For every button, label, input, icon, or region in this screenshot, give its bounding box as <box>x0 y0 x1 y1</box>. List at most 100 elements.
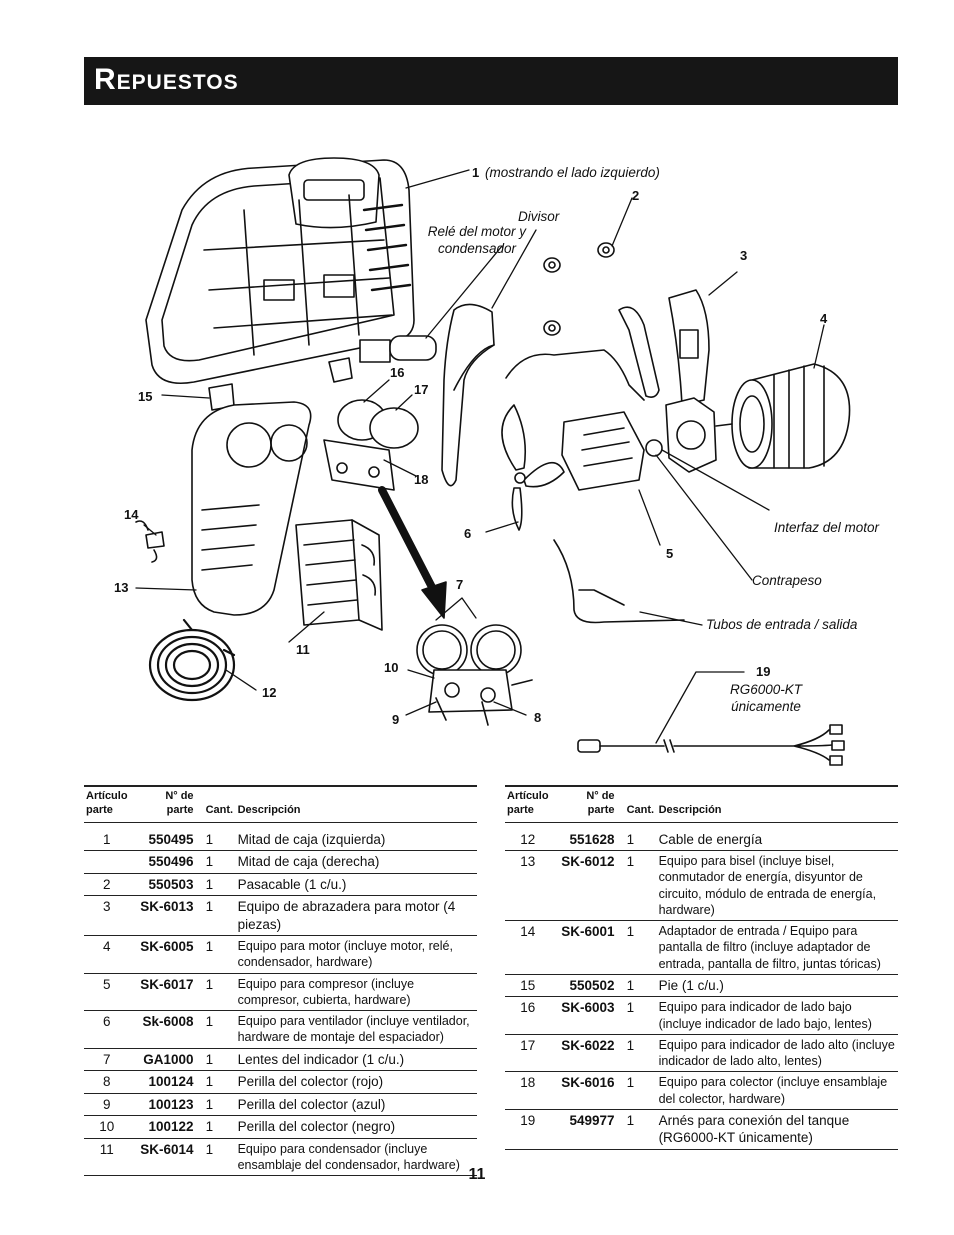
description-cell: Equipo para compresor (incluye compresor… <box>235 973 477 1012</box>
callout-11: 11 <box>296 642 310 657</box>
condenser-illustration <box>295 519 383 631</box>
description-cell: Cable de energía <box>656 828 898 852</box>
note-tubos: Tubos de entrada / salida <box>706 617 858 632</box>
item-number-cell: 7 <box>84 1048 130 1072</box>
item-number-cell: 2 <box>84 873 130 897</box>
callout-10: 10 <box>384 660 399 675</box>
callout-14: 14 <box>124 507 139 522</box>
item-number-cell: 5 <box>84 973 130 1012</box>
description-cell: Equipo para colector (incluye ensamblaje… <box>656 1071 898 1110</box>
note-rele-2: condensador <box>437 241 516 256</box>
item-number-cell: 12 <box>505 828 551 852</box>
callout-12: 12 <box>262 685 277 700</box>
quantity-cell: 1 <box>201 895 236 937</box>
note-left-side: (mostrando el lado izquierdo) <box>485 165 660 180</box>
callout-4: 4 <box>820 311 828 326</box>
description-cell: Pasacable (1 c/u.) <box>235 873 477 897</box>
quantity-cell: 1 <box>622 1034 657 1073</box>
description-cell: Perilla del colector (rojo) <box>235 1070 477 1094</box>
motor-illustration <box>715 363 851 469</box>
part-number-cell: 100124 <box>129 1070 202 1094</box>
quantity-cell: 1 <box>201 1138 236 1177</box>
item-number-cell: 11 <box>84 1138 130 1177</box>
item-number-cell: 8 <box>84 1070 130 1094</box>
case-half-illustration <box>145 157 415 384</box>
quantity-cell: 1 <box>622 828 657 852</box>
description-cell: Equipo para bisel (incluye bisel, conmut… <box>656 850 898 922</box>
quantity-cell: 1 <box>201 1093 236 1117</box>
quantity-cell: 1 <box>622 1109 657 1150</box>
callout-16: 16 <box>390 365 405 380</box>
item-number-cell <box>84 850 130 874</box>
part-number-cell: 100123 <box>129 1093 202 1117</box>
note-interfaz: Interfaz del motor <box>774 520 880 535</box>
description-cell: Lentes del indicador (1 c/u.) <box>235 1048 477 1072</box>
item-number-cell: 6 <box>84 1010 130 1049</box>
quantity-cell: 1 <box>201 828 236 852</box>
part-number-cell: 550495 <box>129 828 202 852</box>
note-divisor: Divisor <box>518 209 560 224</box>
callout-17: 17 <box>414 382 429 397</box>
item-number-cell: 18 <box>505 1071 551 1110</box>
part-number-cell: SK-6014 <box>129 1138 202 1177</box>
description-cell: Pie (1 c/u.) <box>656 974 898 998</box>
part-number-cell: 550503 <box>129 873 202 897</box>
part-number-cell: Sk-6008 <box>129 1010 202 1049</box>
callout-7: 7 <box>456 577 464 592</box>
divider-illustration <box>441 303 495 487</box>
callout-8: 8 <box>534 710 542 725</box>
item-number-cell: 3 <box>84 895 130 937</box>
note-rele-1: Relé del motor y <box>427 224 526 239</box>
description-cell: Adaptador de entrada / Equipo para panta… <box>656 920 898 975</box>
bezel-illustration <box>191 401 312 616</box>
leader-lines <box>135 169 825 744</box>
callout-9: 9 <box>392 712 400 727</box>
part-number-cell: SK-6016 <box>550 1071 623 1110</box>
part-number-cell: SK-6022 <box>550 1034 623 1073</box>
description-cell: Equipo para indicador de lado alto (incl… <box>656 1034 898 1073</box>
quantity-cell: 1 <box>201 1070 236 1094</box>
compressor-illustration <box>561 411 663 491</box>
part-number-cell: SK-6003 <box>550 996 623 1035</box>
item-number-cell: 14 <box>505 920 551 975</box>
item-number-cell: 4 <box>84 935 130 974</box>
item-number-cell: 17 <box>505 1034 551 1073</box>
quantity-cell: 1 <box>201 1115 236 1139</box>
part-number-cell: SK-6005 <box>129 935 202 974</box>
gauge-assembly-illustration <box>323 399 419 491</box>
part-number-cell: SK-6001 <box>550 920 623 975</box>
description-cell: Equipo para ventilador (incluye ventilad… <box>235 1010 477 1049</box>
quantity-cell: 1 <box>201 935 236 974</box>
quantity-cell: 1 <box>622 996 657 1035</box>
fan-illustration <box>501 404 565 531</box>
description-cell: Perilla del colector (negro) <box>235 1115 477 1139</box>
callout-13: 13 <box>114 580 129 595</box>
callout-19: 19 <box>756 664 771 679</box>
part-number-cell: SK-6012 <box>550 850 623 922</box>
description-cell: Arnés para conexión del tanque (RG6000-K… <box>656 1109 898 1150</box>
quantity-cell: 1 <box>622 920 657 975</box>
exploded-parts-diagram: 1 (mostrando el lado izquierdo) 2 3 4 5 … <box>84 150 898 780</box>
description-cell: Equipo para motor (incluye motor, relé, … <box>235 935 477 974</box>
description-cell: Perilla del colector (azul) <box>235 1093 477 1117</box>
quantity-cell: 1 <box>201 973 236 1012</box>
